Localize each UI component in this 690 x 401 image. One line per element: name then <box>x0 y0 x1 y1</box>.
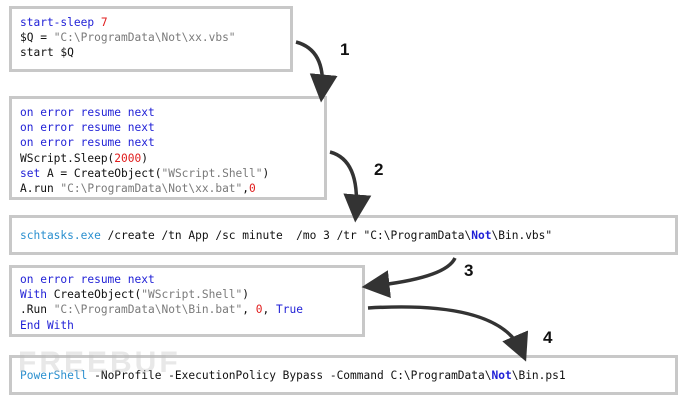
code-token: , <box>242 182 250 196</box>
code-line: schtasks.exe /create /tn App /sc minute … <box>20 228 667 243</box>
arrow-1 <box>295 40 338 103</box>
code-token: -NoProfile -ExecutionPolicy Bypass -Comm… <box>87 369 492 382</box>
code-token: ) <box>262 166 270 180</box>
number-token: 0 <box>255 303 263 317</box>
code-line: start $Q <box>20 46 74 60</box>
arrow-3 <box>361 257 457 299</box>
code-line: A.run "C:\ProgramData\Not\xx.bat",0 <box>20 181 316 196</box>
code-line: on error resume next <box>20 106 155 119</box>
code-box-5: PowerShell -NoProfile -ExecutionPolicy B… <box>9 355 678 395</box>
code-line: on error resume next <box>20 273 155 286</box>
keyword-token: With <box>20 288 47 302</box>
number-token: 2000 <box>114 151 142 165</box>
string-token: "WScript.Shell" <box>141 288 243 302</box>
code-line: set A = CreateObject("WScript.Shell") <box>20 166 316 181</box>
number-token: 0 <box>249 182 256 196</box>
code-line: on error resume next <box>20 121 155 135</box>
code-token: ) <box>242 288 250 302</box>
code-token: /create /tn App /sc minute /mo 3 /tr <box>100 229 364 242</box>
bold-token: Not <box>471 229 492 242</box>
code-line: PowerShell -NoProfile -ExecutionPolicy B… <box>20 368 667 383</box>
string-token: "C:\ProgramData\Not\Bin.bat" <box>53 303 243 317</box>
cmd-token: start-sleep <box>20 16 95 29</box>
string-token: "C:\ProgramData\ <box>363 229 472 242</box>
code-token: ) <box>141 151 148 165</box>
number-token: 7 <box>100 16 108 29</box>
string-token: "C:\ProgramData\Not\xx.bat" <box>60 182 243 196</box>
code-line: With CreateObject("WScript.Shell") <box>20 287 354 302</box>
code-token: A.run <box>20 182 61 196</box>
string-token: "C:\ProgramData\Not\xx.vbs" <box>53 31 236 45</box>
string-token: "WScript.Shell" <box>161 166 263 180</box>
code-line: End With <box>20 318 74 332</box>
code-token: , <box>262 303 276 317</box>
step-label-4: 4 <box>543 328 553 347</box>
arrow-4 <box>367 305 529 362</box>
code-token: \Bin.ps1 <box>511 369 566 382</box>
code-token: .Run <box>20 303 54 317</box>
exe-token: schtasks.exe <box>20 229 101 242</box>
code-line: .Run "C:\ProgramData\Not\Bin.bat", 0, Tr… <box>20 302 354 317</box>
code-box-1: start-sleep 7 $Q = "C:\ProgramData\Not\x… <box>9 6 293 72</box>
exe-token: PowerShell <box>20 369 88 382</box>
string-token: \Bin.vbs" <box>491 229 553 242</box>
code-box-4: on error resume next With CreateObject("… <box>9 265 365 337</box>
code-line: $Q = "C:\ProgramData\Not\xx.vbs" <box>20 30 282 45</box>
code-token: CreateObject( <box>46 288 142 302</box>
code-token: , <box>242 303 256 317</box>
bold-token: Not <box>491 369 512 382</box>
step-label-2: 2 <box>374 160 384 179</box>
code-line: on error resume next <box>20 136 155 150</box>
code-line: WScript.Sleep(2000) <box>20 151 316 166</box>
var-token: $Q = <box>20 31 54 45</box>
code-line: start-sleep 7 <box>20 15 282 30</box>
step-label-1: 1 <box>340 40 350 59</box>
keyword-token: True <box>276 303 303 317</box>
step-label-3: 3 <box>464 261 474 280</box>
code-token: WScript.Sleep( <box>20 151 115 165</box>
keyword-token: set <box>20 166 41 180</box>
code-token: A = CreateObject( <box>40 166 162 180</box>
code-box-2: on error resume next on error resume nex… <box>9 96 327 200</box>
watermark-logo: FREEBUF <box>18 346 181 379</box>
arrow-2 <box>329 150 372 223</box>
